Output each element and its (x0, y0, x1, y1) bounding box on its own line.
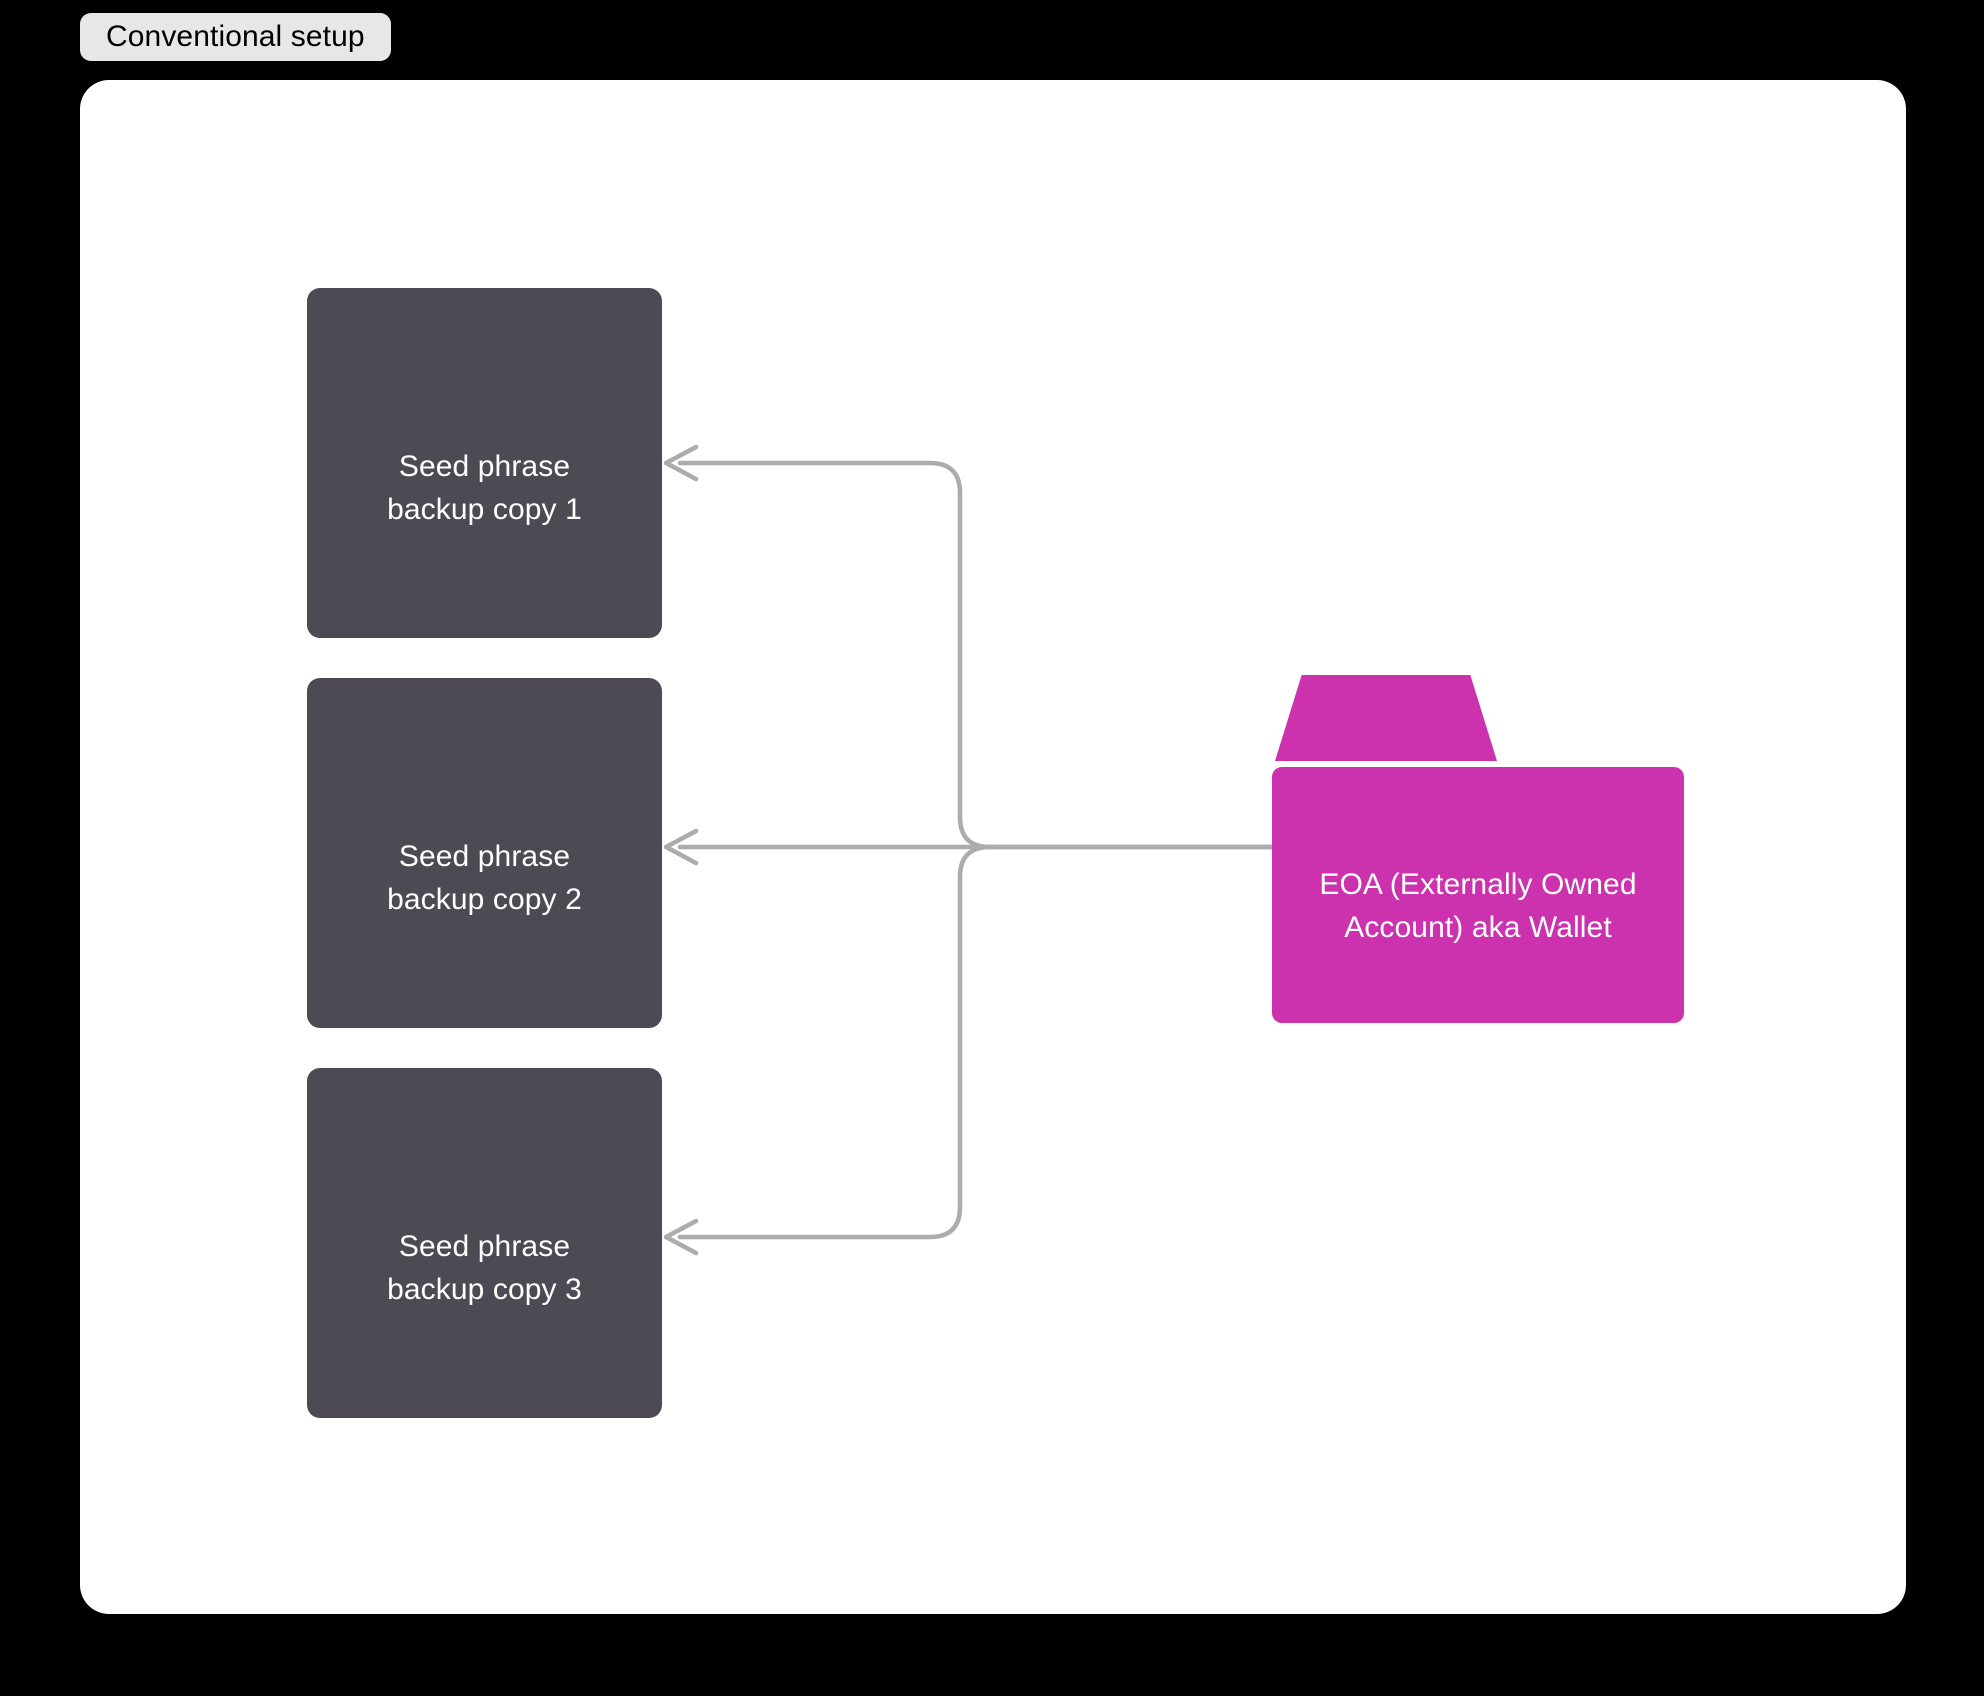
tab-conventional-setup[interactable]: Conventional setup (80, 13, 391, 61)
folder-icon (1275, 675, 1497, 761)
node-seed-backup-2[interactable]: Seed phrase backup copy 2 (307, 678, 662, 1028)
node-seed-backup-3[interactable]: Seed phrase backup copy 3 (307, 1068, 662, 1418)
diagram-canvas: Seed phrase backup copy 1 Seed phrase ba… (80, 80, 1906, 1614)
edge-wallet-to-backup-1 (677, 460, 1275, 850)
node-seed-backup-2-label: Seed phrase backup copy 2 (387, 840, 582, 916)
tab-label: Conventional setup (106, 20, 365, 53)
diagram-content: Seed phrase backup copy 1 Seed phrase ba… (80, 80, 1906, 1614)
edge-wallet-to-backup-3 (677, 844, 1275, 1240)
node-seed-backup-1-label: Seed phrase backup copy 1 (387, 450, 582, 526)
node-eoa-wallet-body: EOA (Externally Owned Account) aka Walle… (1272, 767, 1684, 1023)
arrowhead-backup-1 (663, 444, 699, 482)
node-eoa-wallet[interactable]: EOA (Externally Owned Account) aka Walle… (1272, 675, 1684, 1023)
node-seed-backup-3-label: Seed phrase backup copy 3 (387, 1230, 582, 1306)
node-eoa-wallet-label: EOA (Externally Owned Account) aka Walle… (1319, 868, 1637, 944)
node-seed-backup-1[interactable]: Seed phrase backup copy 1 (307, 288, 662, 638)
arrowhead-backup-3 (663, 1218, 699, 1256)
arrowhead-backup-2 (663, 828, 699, 866)
edge-layer (663, 444, 1275, 1256)
